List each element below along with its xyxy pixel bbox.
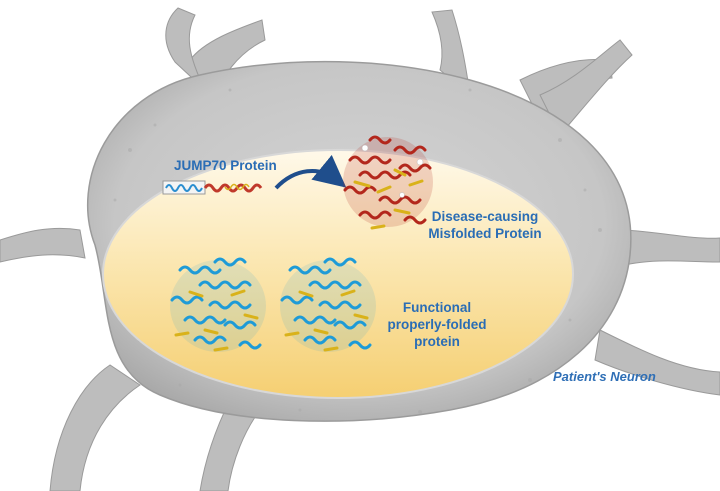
linear-protein-chain-icon bbox=[162, 180, 263, 195]
patient-neuron-label: Patient's Neuron bbox=[553, 369, 656, 384]
curved-arrow-icon bbox=[274, 154, 347, 190]
functional-label-line3: protein bbox=[414, 334, 460, 349]
jump70-protein-label: JUMP70 Protein bbox=[174, 158, 277, 173]
misfolded-protein-label: Disease-causing Misfolded Protein bbox=[420, 208, 550, 242]
folded-protein-structure-icon bbox=[170, 257, 266, 352]
misfolded-label-line2: Misfolded Protein bbox=[428, 226, 542, 241]
folded-protein-structure-icon bbox=[280, 257, 376, 352]
neuron-dendrites bbox=[0, 7, 720, 491]
functional-label-line1: Functional bbox=[402, 300, 472, 315]
misfolded-label-line1: Disease-causing bbox=[431, 209, 539, 224]
functional-protein-label: Functional properly-folded protein bbox=[372, 299, 502, 350]
functional-label-line2: properly-folded bbox=[387, 317, 487, 332]
misfolded-protein-structure-icon bbox=[343, 135, 433, 230]
